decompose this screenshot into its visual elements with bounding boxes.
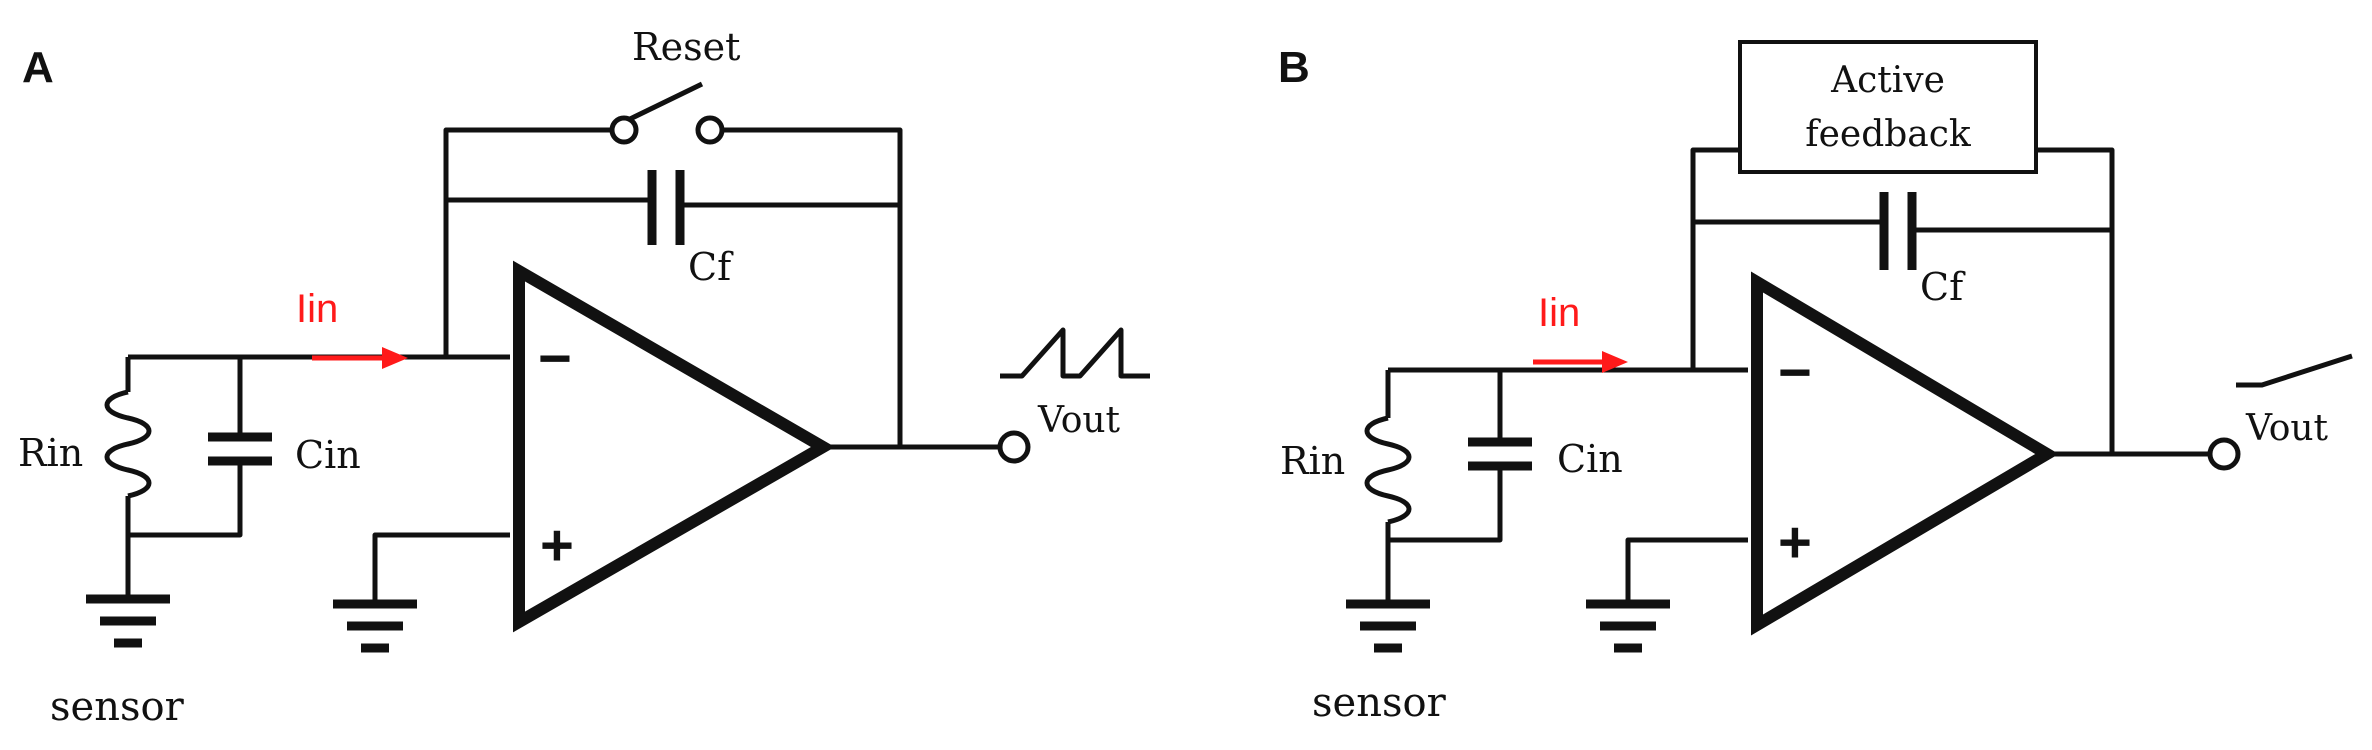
panel-b-feedback-wire <box>1690 147 1740 370</box>
panel-b-opamp <box>1751 271 2059 636</box>
panel-b-cin-bottom-wire <box>1388 468 1503 543</box>
panel-a-reset-switch <box>609 81 725 145</box>
panel-a-feedback-wire-right <box>722 127 903 445</box>
panel-a-reset-label: Reset <box>632 25 740 69</box>
panel-b-ramp-waveform-icon <box>2236 353 2353 388</box>
panel-a-plus-sign: + <box>540 513 574 578</box>
panel-a-opamp <box>513 260 836 633</box>
panel-b-cf-label: Cf <box>1920 265 1966 309</box>
panel-b-minus-sign: − <box>1778 340 1812 405</box>
panel-a-sensor-label: sensor <box>50 684 185 730</box>
panel-b-output-node <box>2207 437 2241 471</box>
panel-b-active-feedback-line1: Active <box>1830 60 1945 101</box>
panel-b-cin-label: Cin <box>1557 437 1623 481</box>
panel-b-current-arrow <box>1533 351 1628 373</box>
panel-a-sawtooth-waveform-icon <box>1000 327 1150 379</box>
panel-a-minus-sign: − <box>538 326 572 391</box>
panel-b-active-feedback-line2: feedback <box>1805 114 1972 155</box>
panel-a-plus-ground-icon <box>333 599 417 653</box>
panel-b: B Active feedback Iin <box>1278 40 2353 726</box>
panel-b-sensor-ground-icon <box>1346 599 1430 653</box>
panel-a-cin-label: Cin <box>295 433 361 477</box>
panel-a-current-label: Iin <box>296 287 338 331</box>
panel-b-plus-sign: + <box>1778 510 1812 575</box>
panel-a-current-arrow <box>312 347 408 369</box>
panel-a-output-node <box>997 430 1031 464</box>
panel-a-vout-label: Vout <box>1037 400 1121 441</box>
panel-b-vout-label: Vout <box>2245 408 2329 449</box>
panel-b-rin-label: Rin <box>1280 439 1345 483</box>
panel-b-active-feedback-box <box>1738 40 2038 174</box>
panel-b-current-label: Iin <box>1538 291 1580 335</box>
panel-b-plus-ground-wire <box>1625 537 1748 600</box>
panel-b-feedback-wire-right <box>2036 147 2115 452</box>
panel-b-sensor-label: sensor <box>1312 680 1447 726</box>
panel-a: A Reset <box>18 25 1150 730</box>
panel-a-sensor-ground-icon <box>86 594 170 648</box>
panel-a-feedback-wire <box>443 127 612 357</box>
panel-a-cin-bottom-wire <box>128 463 243 538</box>
panel-b-plus-ground-icon <box>1586 599 1670 653</box>
panel-a-cf-label: Cf <box>688 245 734 289</box>
panel-b-label: B <box>1278 43 1310 92</box>
panel-a-label: A <box>22 43 54 92</box>
panel-b-rin-resistor <box>1364 415 1412 525</box>
panel-a-rin-resistor <box>104 389 152 499</box>
panel-a-plus-ground-wire <box>372 532 510 600</box>
panel-a-rin-label: Rin <box>18 431 83 475</box>
